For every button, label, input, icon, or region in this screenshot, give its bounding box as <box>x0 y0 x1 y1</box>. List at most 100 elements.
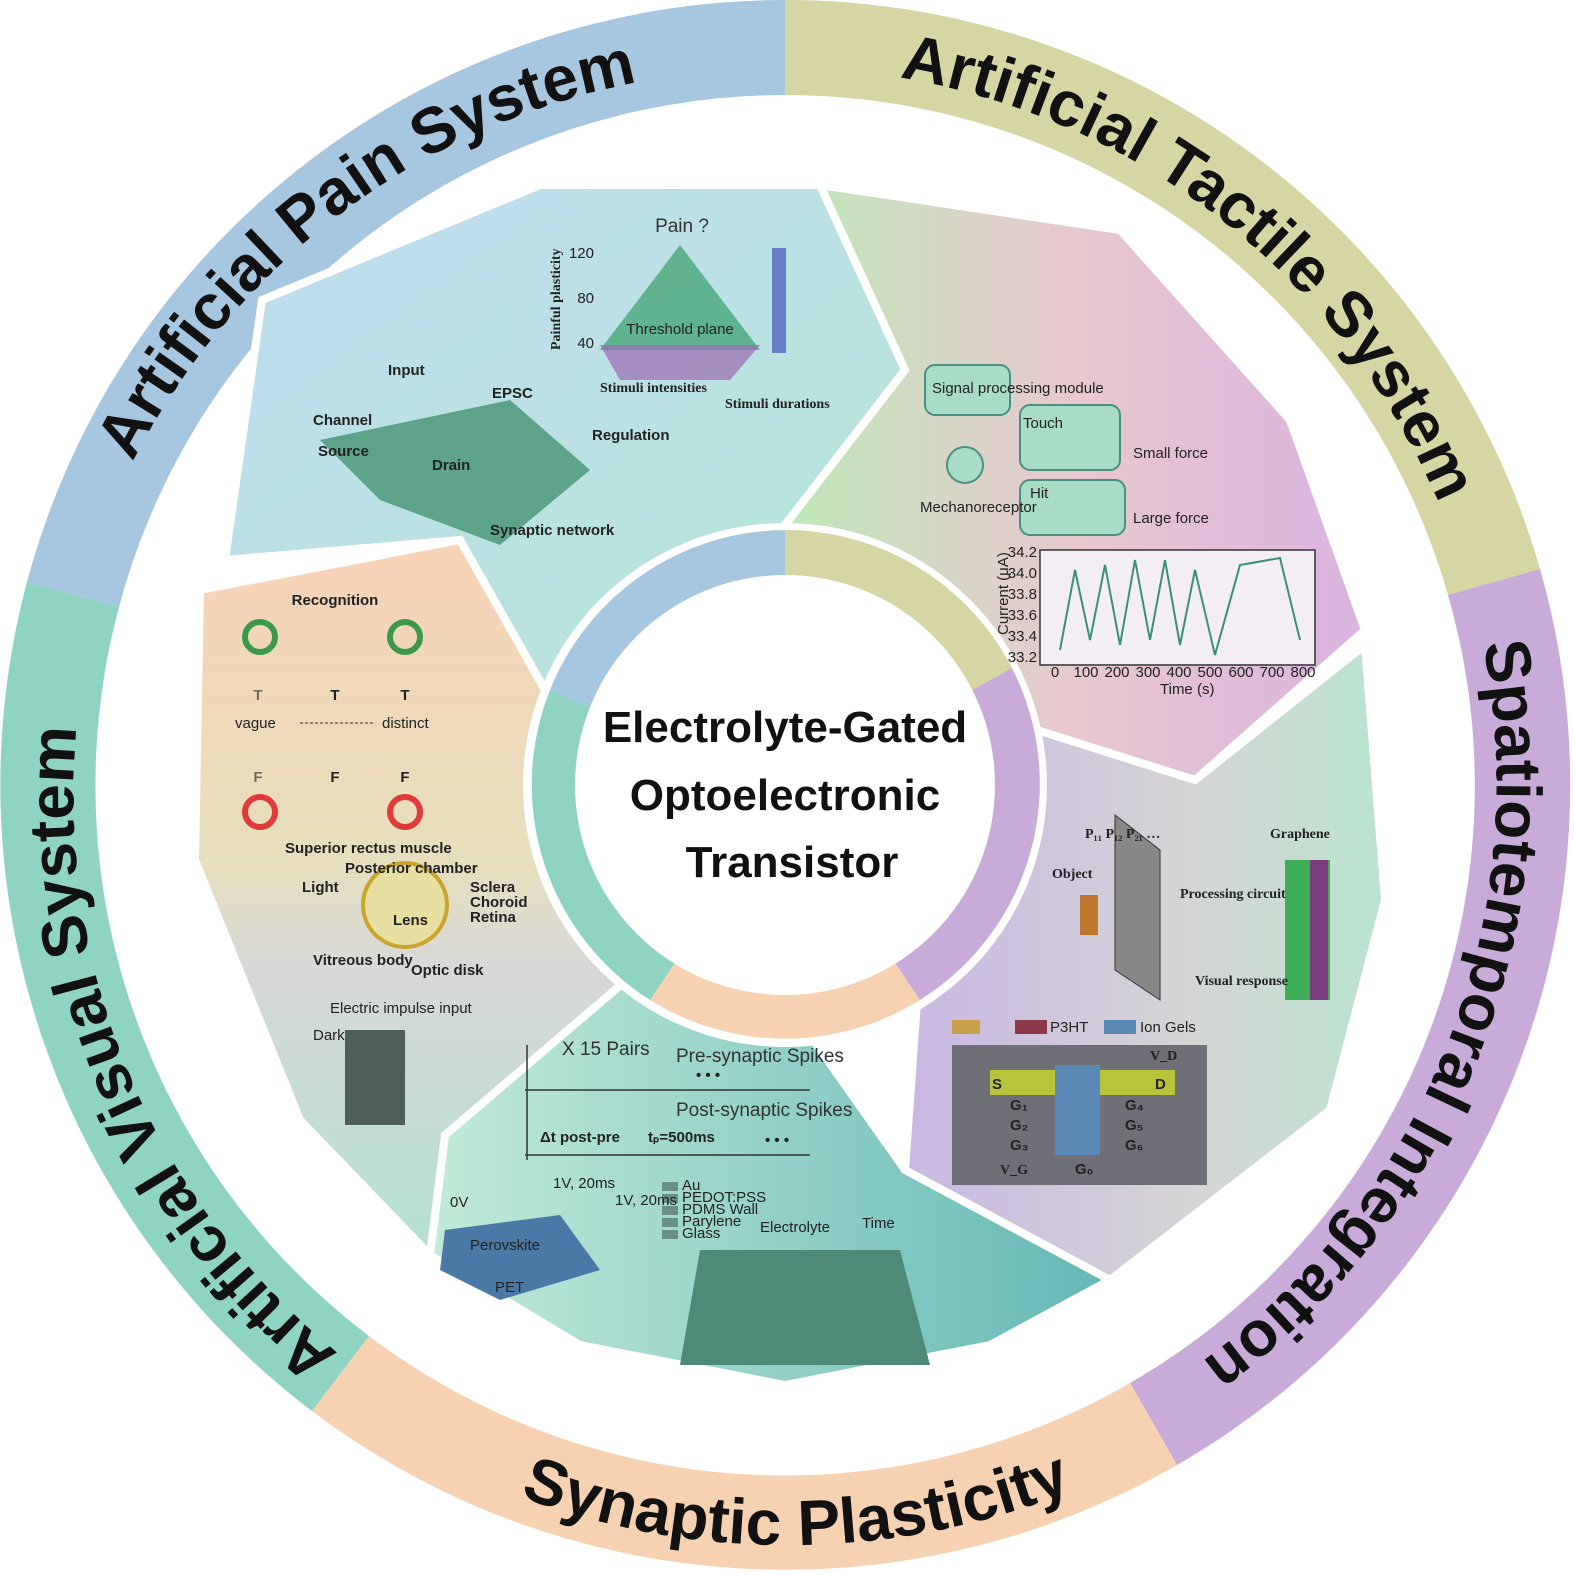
legend-ion-gels: Ion Gels <box>1140 1019 1196 1036</box>
retina-label: Retina <box>470 909 517 926</box>
source-terminal: S <box>992 1076 1002 1093</box>
touch-box <box>1019 404 1121 471</box>
tp-label: tₚ=500ms <box>648 1129 715 1146</box>
pain-y-tick: 120 <box>569 245 594 262</box>
pet-label: PET <box>495 1279 524 1296</box>
color-scale <box>772 248 786 353</box>
small-force-label: Small force <box>1133 445 1208 462</box>
center-title-line1: Electrolyte-Gated <box>603 703 967 752</box>
zero-v-label: 0V <box>450 1194 468 1211</box>
gate-label: G₅ <box>1125 1117 1144 1134</box>
perovskite-device <box>440 1215 600 1300</box>
tactile-x-tick: 300 <box>1135 664 1160 681</box>
inner-ring-pain <box>550 530 785 708</box>
pain-xaxis2: Stimuli durations <box>725 397 830 412</box>
ion-gel-block <box>1055 1065 1100 1155</box>
layer-label: PDMS Wall <box>682 1201 758 1218</box>
lens-label: Lens <box>393 912 428 929</box>
graphene-layer <box>1310 860 1328 1000</box>
pain-y-ticks: 120 80 40 <box>569 245 594 352</box>
tactile-y-tick: 33.2 <box>1008 649 1037 666</box>
synaptic-labels: X 15 Pairs Pre-synaptic Spikes Post-syna… <box>450 1039 895 1296</box>
eye-diagram <box>361 861 449 949</box>
tactile-x-tick: 600 <box>1228 664 1253 681</box>
layer-label: Glass <box>682 1225 720 1242</box>
letter-t: T <box>330 687 339 704</box>
inner-ring <box>523 523 1047 1047</box>
visual-response-label: Visual response <box>1195 974 1288 989</box>
layer-swatch <box>662 1206 678 1215</box>
pixel-grid <box>1114 813 1161 1001</box>
muscle-label: Superior rectus muscle <box>285 840 452 857</box>
gate-label: G₄ <box>1125 1097 1144 1114</box>
tactile-x-tick: 400 <box>1166 664 1191 681</box>
letter-f: F <box>400 769 409 786</box>
center-circle <box>575 575 995 995</box>
layer-label: Au <box>682 1177 700 1194</box>
pain-yaxis: Painful plasticity <box>549 248 564 350</box>
spatiotemporal-labels: Object P₁₁ P₁₂ P₂₁ … Processing circuit … <box>992 827 1330 1178</box>
source-label: Source <box>318 443 369 460</box>
circle-green-2 <box>387 619 423 655</box>
perovskite-label: Perovskite <box>470 1237 540 1254</box>
optic-label: Optic disk <box>411 962 484 979</box>
tactile-xlabel: Time (s) <box>1160 681 1214 698</box>
ring-segment-tactile <box>785 0 1540 595</box>
letter-t: T <box>253 687 262 704</box>
electrolyte-device <box>680 1250 930 1365</box>
tactile-chart <box>1039 549 1316 666</box>
tactile-x-tick: 0 <box>1051 664 1059 681</box>
mechanoreceptor-label: Mechanoreceptor <box>920 499 1037 516</box>
inner-ring-synaptic <box>650 963 920 1039</box>
dark-image <box>345 1030 405 1125</box>
ring-segment-synaptic <box>312 1336 1177 1570</box>
processing-circuit-label: Processing circuit <box>1180 887 1286 902</box>
pain-y-tick: 80 <box>577 290 594 307</box>
letter-f: F <box>330 769 339 786</box>
ring-segment-visual <box>0 582 370 1411</box>
electrolyte-label: Electrolyte <box>760 1219 830 1236</box>
legend-swatch-iongel <box>1104 1020 1136 1034</box>
recognition-label: Recognition <box>292 592 379 609</box>
dots-2: • • • <box>765 1132 789 1149</box>
letter-t: T <box>400 687 409 704</box>
choroid-label: Choroid <box>470 894 528 911</box>
center-title: Electrolyte-Gated Optoelectronic Transis… <box>603 703 967 887</box>
delta-t-label: Δt post-pre <box>540 1129 620 1146</box>
pixel-labels: P₁₁ P₁₂ P₂₁ … <box>1085 827 1160 842</box>
center-title-line2: Optoelectronic <box>630 771 941 820</box>
tactile-x-tick: 100 <box>1073 664 1098 681</box>
posterior-label: Posterior chamber <box>345 860 478 877</box>
tactile-x-tick: 700 <box>1259 664 1284 681</box>
tactile-current-trace <box>1059 556 1301 656</box>
vague-label: vague <box>235 715 276 732</box>
ring-segment-pain <box>27 0 785 607</box>
tactile-y-tick: 34.0 <box>1008 565 1037 582</box>
tactile-x-tick: 800 <box>1290 664 1315 681</box>
tactile-y-tick: 33.6 <box>1008 607 1037 624</box>
tactile-labels: Touch Hit Small force Large force Mechan… <box>920 380 1316 698</box>
legend-swatch-p3ht <box>1015 1020 1047 1034</box>
pain-title: Pain ? <box>655 216 709 237</box>
distinct-label: distinct <box>382 715 430 732</box>
pain-y-tick: 40 <box>577 335 594 352</box>
synaptic-network-label: Synaptic network <box>490 522 615 539</box>
tactile-ylabel: Current (μA) <box>995 552 1012 635</box>
layer-swatch <box>662 1182 678 1191</box>
tactile-x-tick: 200 <box>1104 664 1129 681</box>
layer-swatch <box>662 1194 678 1203</box>
pain-xaxis1: Stimuli intensities <box>600 381 708 396</box>
layer-swatch <box>662 1218 678 1227</box>
threshold-label: Threshold plane <box>626 321 734 338</box>
hit-box <box>1019 479 1126 536</box>
channel-label: Channel <box>313 412 372 429</box>
large-force-label: Large force <box>1133 510 1209 527</box>
circle-green-1 <box>242 619 278 655</box>
tactile-y-ticks: 34.234.033.833.633.433.2 <box>1008 544 1037 666</box>
pairs-label: X 15 Pairs <box>562 1039 650 1060</box>
